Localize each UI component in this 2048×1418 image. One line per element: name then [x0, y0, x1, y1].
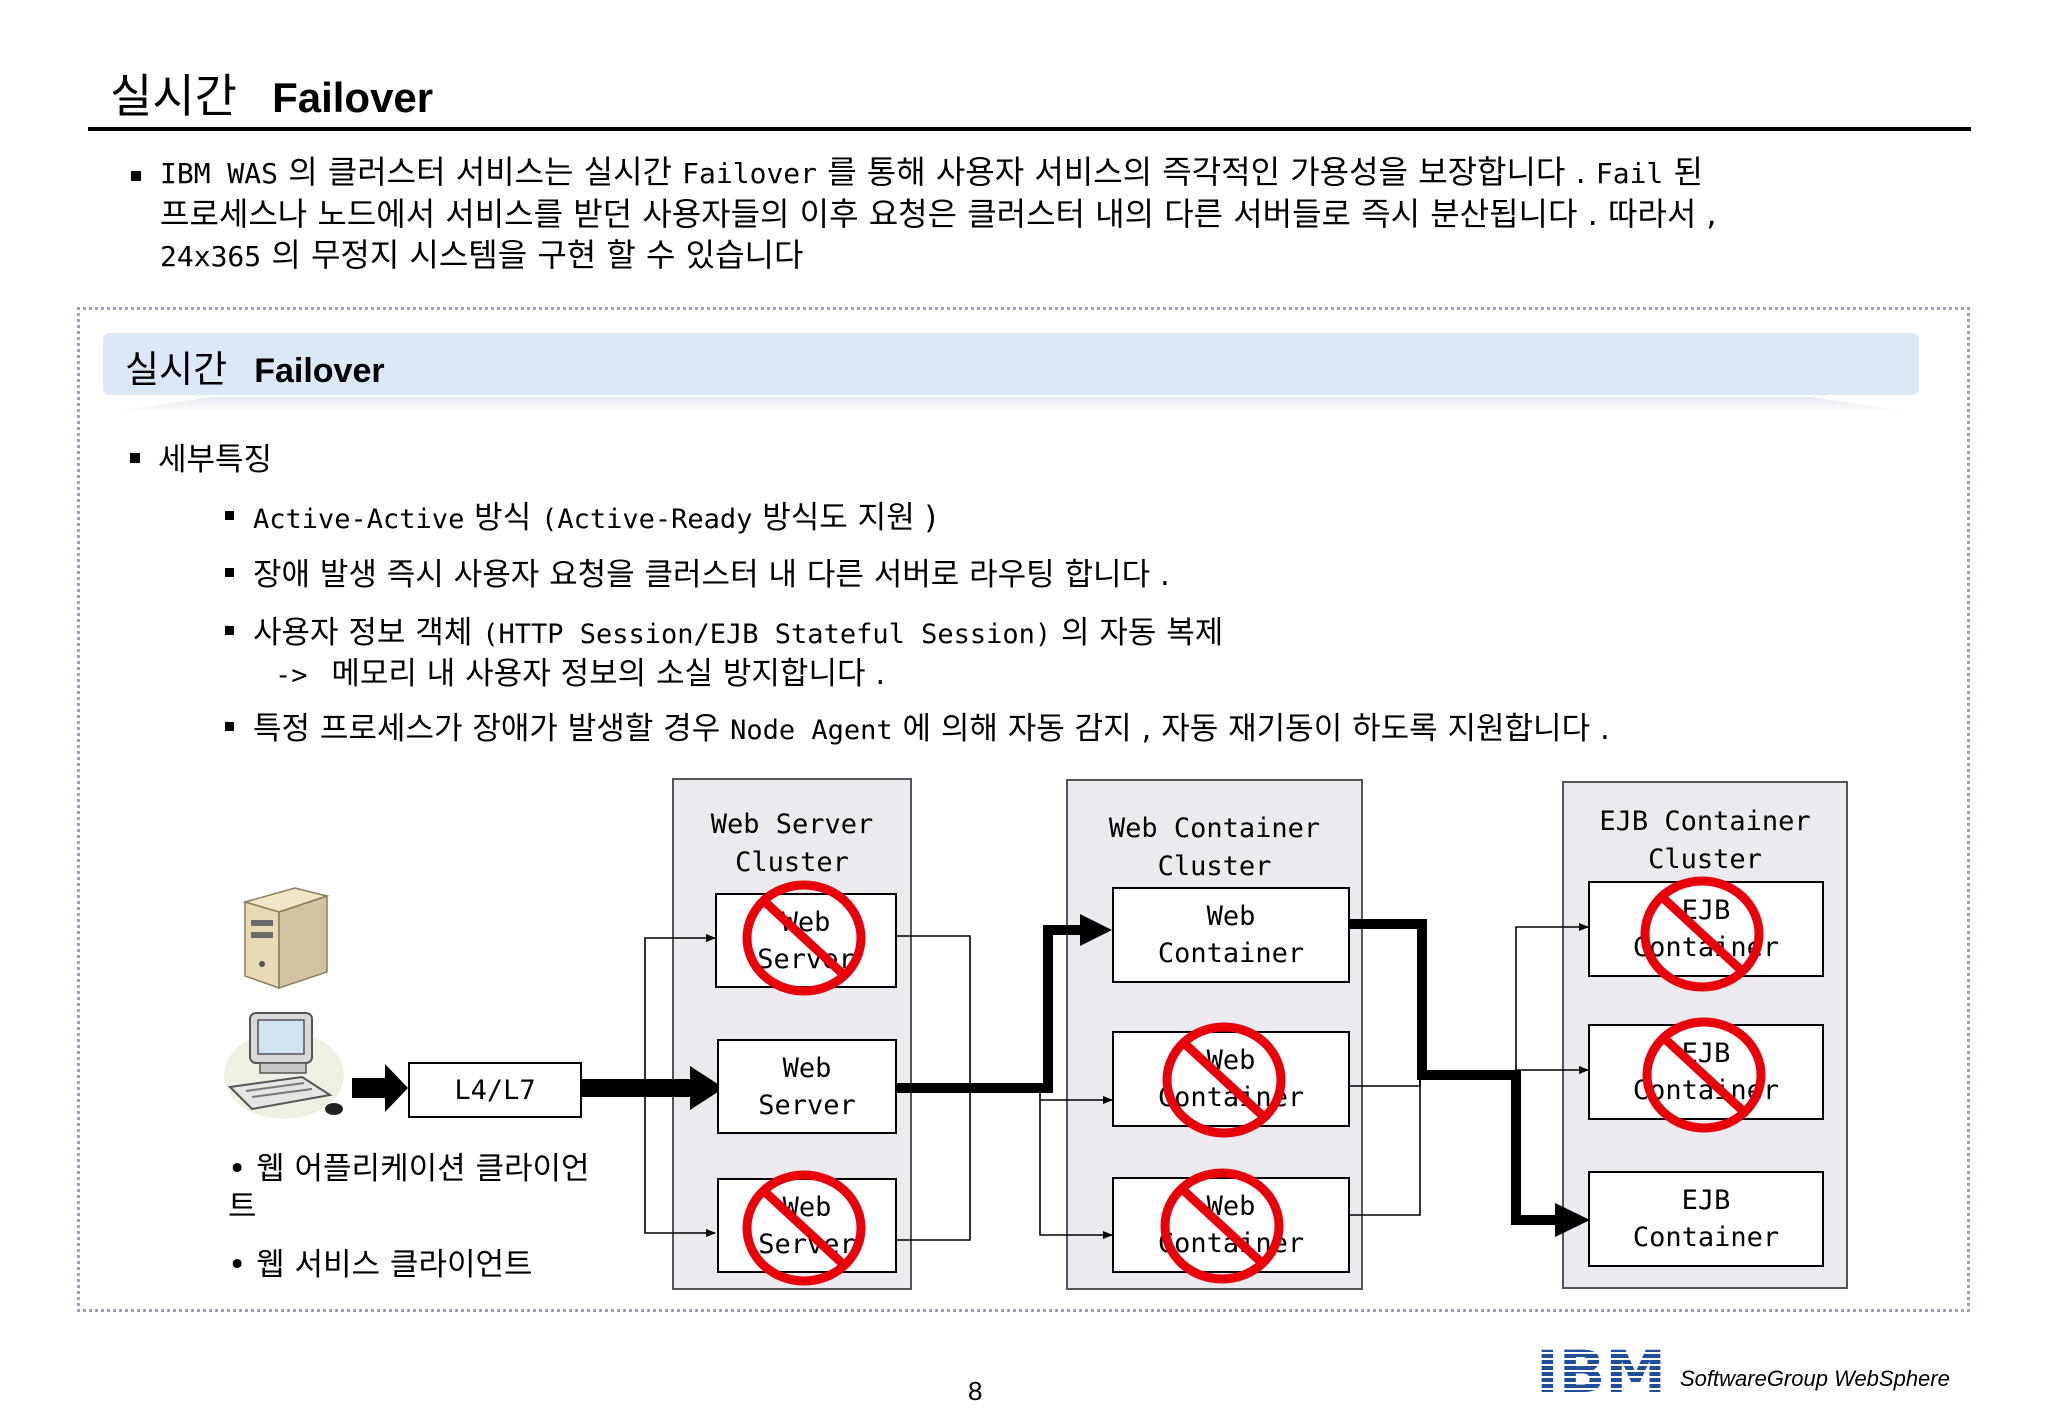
- web-container-1: Web Container: [1112, 887, 1350, 983]
- connector-wc2-out: [1350, 1073, 1421, 1087]
- client-item-web-service: • 웹 서비스 클라이언트: [228, 1247, 533, 1283]
- connector-wc3-in: [1039, 1100, 1113, 1239]
- ejb-container-3: EJB Container: [1588, 1171, 1824, 1267]
- features-heading: 세부특징: [158, 442, 273, 478]
- title-rule: [88, 127, 1971, 131]
- features-bullet: [130, 448, 140, 467]
- feature-1-bullet: [225, 505, 234, 524]
- connector-ejb2-in: [1515, 1066, 1589, 1074]
- intro-line-2: 프로세스나 노드에서 서비스를 받던 사용자들의 이후 요청은 클러스터 내의 …: [160, 195, 1717, 233]
- thick-arrowhead-wc1: [1080, 914, 1112, 946]
- feature-3: 사용자 정보 객체 (HTTP Session/EJB Stateful Ses…: [253, 615, 1224, 651]
- connector-ws3-out: [897, 1088, 971, 1241]
- connector-lb-ws3: [644, 1088, 716, 1237]
- failure-icon: [742, 880, 866, 996]
- page-title-english: Failover: [272, 74, 434, 121]
- connector-lb-ws1: [644, 934, 716, 1088]
- failure-icon: [1162, 1022, 1286, 1138]
- svg-text:IBM: IBM: [1536, 1342, 1666, 1396]
- feature-4: 특정 프로세스가 장애가 발생할 경우 Node Agent 에 의해 자동 감…: [253, 711, 1610, 747]
- section-header-shadow: [103, 397, 1919, 413]
- web-server-2: Web Server: [717, 1039, 897, 1134]
- connector-wc3-out: [1350, 1073, 1421, 1216]
- failure-icon: [1640, 876, 1764, 992]
- thick-path-ws2-wc1: [897, 925, 1085, 1093]
- web-server-cluster-label: Web Server Cluster: [710, 809, 874, 878]
- content-frame: [77, 307, 1970, 1312]
- intro-paragraph: IBM WAS 의 클러스터 서비스는 실시간 Failover 를 통해 사용…: [160, 152, 1960, 277]
- page-title-korean: 실시간: [110, 69, 237, 123]
- thick-path-wc1-ejb3: [1350, 919, 1560, 1225]
- page-title: 실시간 Failover: [110, 60, 433, 126]
- failure-icon: [1642, 1017, 1766, 1133]
- failure-icon: [742, 1170, 866, 1286]
- connector-ws1-out: [897, 935, 971, 1088]
- ibm-logo: IBM: [1536, 1342, 1666, 1396]
- web-container-cluster-label: Web Container Cluster: [1108, 813, 1321, 882]
- feature-2: 장애 발생 즉시 사용자 요청을 클러스터 내 다른 서버로 라우팅 합니다 .: [253, 557, 1170, 593]
- feature-2-bullet: [225, 562, 234, 581]
- connector-ejb1-in: [1515, 923, 1589, 1073]
- desktop-computer-icon: [224, 1012, 344, 1119]
- thick-arrow-lb-ws2: [582, 1066, 724, 1110]
- feature-1: Active-Active 방식 (Active-Ready 방식도 지원 ): [253, 500, 937, 536]
- ejb-container-cluster-label: EJB Container Cluster: [1599, 806, 1811, 875]
- load-balancer-l4-l7: L4/L7: [408, 1062, 582, 1118]
- client-list: • 웹 어플리케이션 클라이언 트 • 웹 서비스 클라이언트: [228, 1150, 590, 1284]
- intro-bullet: [131, 166, 141, 185]
- page-number: 8: [968, 1376, 983, 1406]
- section-title-english: Failover: [254, 352, 385, 390]
- feature-4-bullet: [225, 716, 234, 735]
- server-tower-icon: [242, 887, 330, 990]
- web-container-2: Web Container: [1112, 1031, 1350, 1127]
- client-item-web-app-wrap: 트: [228, 1189, 257, 1225]
- section-title: 실시간 Failover: [125, 339, 385, 393]
- section-header-bar: [103, 333, 1919, 395]
- footer-division: SoftwareGroup WebSphere: [1680, 1366, 1950, 1391]
- intro-line-3: 24x365 의 무정지 시스템을 구현 할 수 있습니다: [160, 236, 804, 274]
- thick-arrow-client-lb: [352, 1064, 408, 1112]
- section-title-korean: 실시간: [125, 348, 228, 391]
- feature-3-bullet: [225, 620, 234, 639]
- intro-line-1: IBM WAS 의 클러스터 서비스는 실시간 Failover 를 통해 사용…: [160, 153, 1703, 191]
- feature-3-continuation: -> 메모리 내 사용자 정보의 소실 방지합니다 .: [275, 656, 886, 692]
- client-item-web-app: • 웹 어플리케이션 클라이언: [228, 1151, 590, 1187]
- thick-arrowhead-ejb3: [1555, 1203, 1590, 1237]
- failure-icon: [1160, 1168, 1284, 1284]
